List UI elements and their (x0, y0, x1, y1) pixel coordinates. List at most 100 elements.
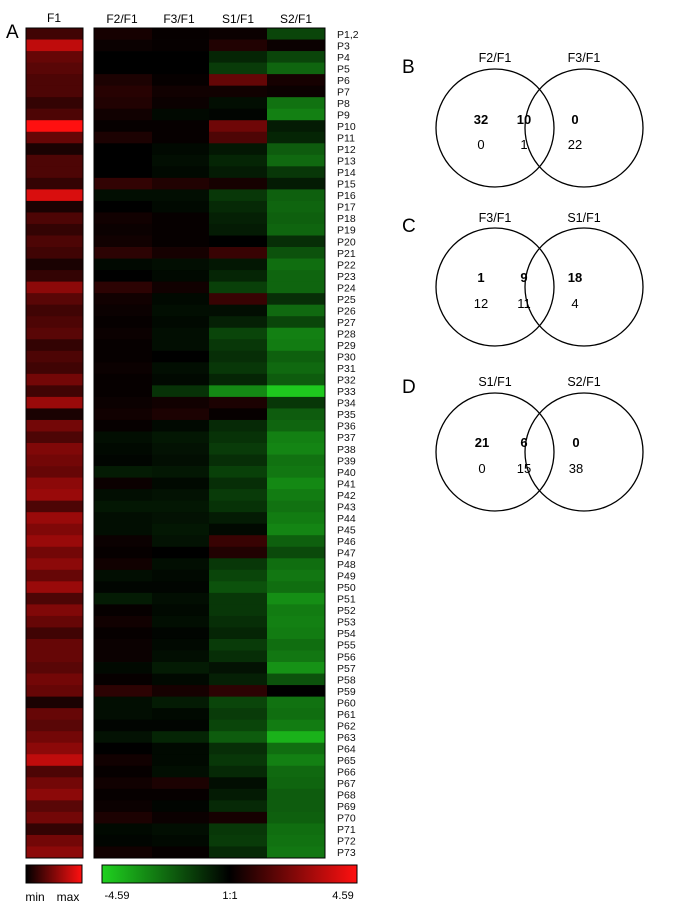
heatmap-cell (267, 604, 325, 617)
panel-a-label: A (6, 22, 19, 43)
heatmap-cell (209, 154, 267, 167)
heatmap-cell (152, 523, 209, 536)
heatmap-cell (152, 108, 209, 121)
heatmap-cell (267, 581, 325, 594)
heatmap-cell (267, 120, 325, 133)
heatmap-cell (26, 558, 83, 571)
heatmap-cell (209, 846, 267, 859)
heatmap-cell (94, 673, 152, 686)
row-label: P9 (337, 109, 350, 121)
heatmap-cell (267, 823, 325, 836)
heatmap-cell (267, 189, 325, 202)
venn-right-only-value: 18 (568, 270, 582, 285)
venn-d: D S1/F1 S2/F1 21 0 6 15 0 38 (402, 375, 644, 512)
row-label: P64 (337, 743, 356, 755)
heatmap-cell (94, 177, 152, 190)
heatmap-cell (209, 166, 267, 179)
heatmap-cell (26, 270, 83, 283)
heatmap-cell (152, 558, 209, 571)
row-label: P56 (337, 651, 356, 663)
heatmap-cell (94, 258, 152, 271)
heatmap-cell (267, 28, 325, 40)
row-label: P55 (337, 640, 356, 652)
heatmap-cell (209, 143, 267, 156)
heatmap-cell (152, 546, 209, 559)
row-label: P14 (337, 167, 356, 179)
heatmap-cell (26, 28, 83, 40)
venn-set-label: S2/F1 (567, 375, 600, 389)
heatmap-cell (94, 846, 152, 859)
venn-circle-left (435, 68, 555, 188)
heatmap-cell (267, 154, 325, 167)
heatmap-cell (26, 281, 83, 294)
row-label: P43 (337, 501, 356, 513)
heatmap-cell (209, 396, 267, 409)
heatmap-cell (209, 419, 267, 432)
heatmap-cell (267, 558, 325, 571)
heatmap-cell (209, 212, 267, 225)
heatmap-cell (209, 777, 267, 790)
row-label: P57 (337, 663, 356, 675)
heatmap-cell (26, 443, 83, 455)
heatmap-cell (152, 731, 209, 744)
row-label: P26 (337, 305, 356, 317)
heatmap-cell (267, 97, 325, 110)
heatmap-cell (152, 293, 209, 306)
heatmap-cell (26, 350, 83, 363)
heatmap-cell (152, 466, 209, 478)
heatmap-cell (209, 477, 267, 490)
heatmap-cell (26, 97, 83, 110)
heatmap-cell (94, 270, 152, 283)
heatmap-cell (209, 120, 267, 133)
heatmap-cell (94, 396, 152, 409)
heatmap-cell (152, 581, 209, 594)
row-label: P52 (337, 605, 356, 617)
heatmap-cell (26, 62, 83, 75)
heatmap-cell (267, 281, 325, 294)
heatmap-cell (26, 592, 83, 605)
heatmap-cell (94, 223, 152, 236)
heatmap-cell (267, 339, 325, 352)
heatmap-cell (267, 650, 325, 663)
ratio-color-scale (101, 864, 358, 884)
heatmap-cell (152, 39, 209, 52)
heatmap-cell (209, 327, 267, 340)
heatmap-cell (267, 454, 325, 467)
heatmap-cell (209, 788, 267, 801)
heatmap-cell (152, 846, 209, 859)
ratio-column-header: F3/F1 (163, 12, 195, 26)
row-label: P21 (337, 248, 356, 260)
heatmap-cell (267, 39, 325, 52)
heatmap-cell (209, 362, 267, 375)
heatmap-cell (152, 385, 209, 398)
row-label: P73 (337, 847, 356, 859)
venn-right-only-value: 38 (569, 461, 583, 476)
heatmap-cell (209, 638, 267, 651)
heatmap-cell (267, 546, 325, 559)
heatmap-cell (152, 489, 209, 502)
heatmap-cell (152, 627, 209, 640)
heatmap-cell (267, 742, 325, 755)
heatmap-cell (209, 74, 267, 87)
heatmap-cell (152, 592, 209, 605)
heatmap-cell (209, 742, 267, 755)
heatmap-cell (94, 350, 152, 363)
venn-overlap-value: 9 (520, 270, 527, 285)
heatmap-cell (152, 615, 209, 628)
row-label: P62 (337, 720, 356, 732)
row-label: P70 (337, 813, 356, 825)
heatmap-cell (94, 800, 152, 813)
heatmap-cell (152, 777, 209, 790)
heatmap-cell (267, 316, 325, 329)
row-label: P38 (337, 444, 356, 456)
row-label: P39 (337, 455, 356, 467)
heatmap-cell (26, 189, 83, 202)
row-label: P30 (337, 352, 356, 364)
heatmap-cell (209, 281, 267, 294)
heatmap-cell (152, 569, 209, 582)
heatmap-cell (94, 788, 152, 801)
heatmap-cell (152, 327, 209, 340)
row-label: P51 (337, 594, 356, 606)
heatmap-cell (26, 500, 83, 513)
heatmap-cell (94, 558, 152, 571)
